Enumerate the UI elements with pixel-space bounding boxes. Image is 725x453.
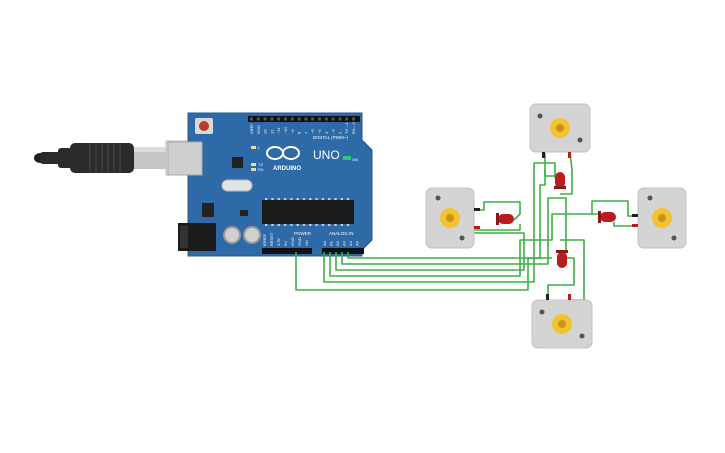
capacitor-2 [243,226,261,244]
board-model-label: UNO [313,148,340,162]
reset-button[interactable] [195,118,213,134]
digital-pin-label: RX←0 [351,121,356,134]
motor-right[interactable] [632,187,687,249]
digital-pin-label: GND [256,125,261,134]
l-label: L [258,145,261,150]
tx-led [251,163,256,166]
wire-motor-left-a [474,201,521,221]
led-bottom[interactable] [556,250,568,268]
wire-a0 [323,162,556,283]
analog-pin-label: A3 [342,240,347,246]
power-pin-label: Vin [304,240,309,246]
led-right[interactable] [598,211,616,223]
digital-pin-label: ~6 [310,129,315,134]
atmega-chip [262,198,354,226]
digital-pin-label: ~3 [331,129,336,134]
digital-pin-label: 4 [324,131,329,134]
usb-jack [167,141,203,176]
digital-pin-label: TX→1 [344,122,349,134]
wire-motor-top-led [544,153,560,177]
digital-pin-label: ~9 [290,129,295,134]
analog-pin-label: A5 [355,240,360,246]
digital-pin-label: ~5 [317,129,322,134]
analog-pin-label: A2 [335,240,340,246]
wires[interactable] [295,152,636,301]
rx-label: RX [258,167,264,172]
arduino-uno-board[interactable]: ARDUINO UNO DIGITAL (PWM~) POWER ANALOG … [167,112,373,257]
analog-header-label: ANALOG IN [329,231,354,236]
rx-led [251,168,256,171]
power-pin-label: RESET [269,232,274,246]
digital-pin-label: 12 [269,129,274,134]
power-header[interactable] [262,248,312,254]
digital-header[interactable] [248,116,360,122]
arduino-logo [266,146,300,160]
capacitor-1 [223,226,241,244]
analog-pin-label: A0 [322,240,327,246]
wire-motor-top-b [560,152,573,195]
wire-motor-bottom-a [547,257,575,300]
digital-pin-label: AREF [249,123,254,134]
wire-motor-right-b [613,222,636,227]
analog-header[interactable] [322,248,364,254]
power-pin-label: 5V [283,241,288,246]
wire-a4 [347,170,546,259]
power-header-label: POWER [294,231,312,236]
arduino-brand-label: ARDUINO [273,166,301,172]
tx-label: TX [258,162,263,167]
digital-header-label: DIGITAL (PWM~) [313,135,348,140]
motor-bottom[interactable] [531,294,593,349]
analog-pin-label: A1 [329,240,334,246]
wire-motor-bottom-b [560,239,585,301]
power-jack [178,223,216,251]
power-pin-label: GND [297,237,302,246]
motor-top[interactable] [529,103,591,158]
regulator [202,203,214,217]
wire-motor-left-b [474,224,521,231]
digital-pin-label: 13 [263,129,268,134]
wire-a1 [329,213,600,277]
digital-pin-label: 8 [297,131,302,134]
usb-chip [232,157,243,168]
digital-pin-label: ~11 [276,127,281,134]
digital-pin-label: 2 [337,131,342,134]
digital-pin-label: 7 [303,131,308,134]
on-label: ON [352,157,358,162]
on-led [343,156,351,160]
crystal [221,179,253,192]
l-led [251,146,256,149]
smd-component [240,210,248,216]
power-pin-label: IOREF [262,233,267,246]
power-pin-label: GND [290,237,295,246]
motor-left[interactable] [425,187,480,249]
led-left[interactable] [496,213,514,225]
digital-pin-label: ~10 [283,126,288,134]
analog-pin-label: A4 [348,240,353,246]
wire-motor-right-a [591,200,636,217]
power-pin-label: 3.3V [276,237,281,246]
led-top[interactable] [554,172,566,189]
